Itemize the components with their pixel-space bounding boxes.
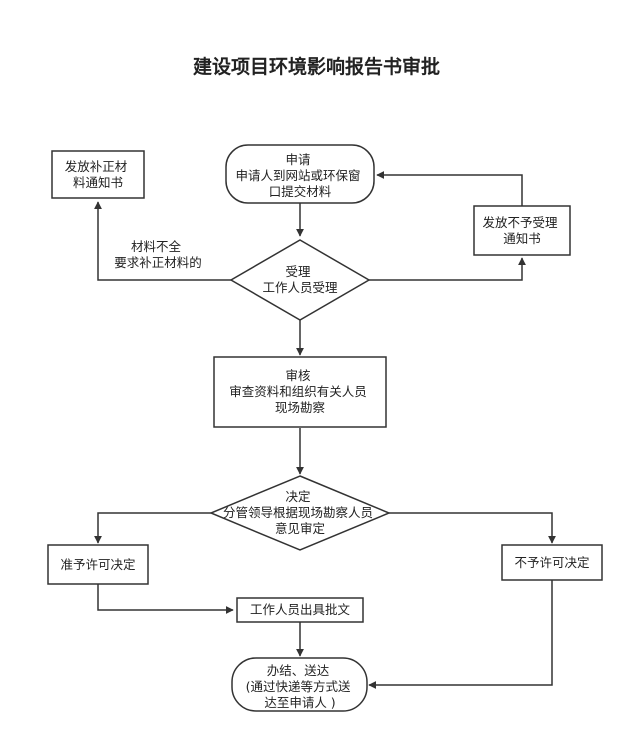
review-label: 现场勘察 — [275, 400, 326, 415]
issue-approval-node — [236, 597, 364, 623]
accept-decision-label: 工作人员受理 — [262, 280, 338, 295]
apply-node — [225, 144, 375, 204]
deliver-node — [231, 657, 368, 712]
edge-decide-to-no-permit — [389, 512, 556, 544]
no-permit-decision-label: 不予许可决定 — [514, 555, 589, 570]
apply-label: 申请 — [286, 152, 311, 167]
incomplete-materials-label: 材料不全 — [131, 239, 182, 254]
supplement-notice-node — [51, 150, 145, 199]
review-label: 审查资料和组织有关人员 — [229, 384, 367, 399]
svg-text:申请 申请人到网站或环保窗 口提交材: 申请 申请人到网站或环保窗 口提交材料 — [236, 152, 365, 199]
apply-label: 申请人到网站或环保窗 — [236, 168, 361, 183]
node-labels: 申请 申请人到网站或环保窗 口提交材料 发放补正材 料通知书 发放不予受理 通知… — [60, 152, 589, 710]
svg-text:办结、送达 (通过快递等方式送 达至: 办结、送达 (通过快递等方式送 达至申请人 ) — [246, 663, 355, 710]
edge-no-permit-to-deliver — [368, 580, 553, 689]
accept-decision-node — [229, 239, 371, 321]
edge-accept-to-reject-notice — [369, 257, 526, 281]
edges — [94, 171, 556, 689]
svg-text:发放不予受理 通知书: 发放不予受理 通知书 — [483, 215, 562, 246]
review-label: 审核 — [286, 368, 312, 383]
incomplete-materials-label: 要求补正材料的 — [114, 255, 202, 270]
deliver-label: 达至申请人 ) — [264, 695, 335, 710]
supplement-notice-label: 料通知书 — [73, 175, 123, 190]
permit-decision-label: 准予许可决定 — [60, 557, 135, 572]
edge-labels: 材料不全 要求补正材料的 — [114, 239, 202, 270]
node-shapes — [47, 144, 603, 712]
decide-decision-label: 分管领导根据现场勘察人员 — [223, 505, 373, 520]
edge-permit-to-issue — [97, 584, 234, 614]
decide-decision-label: 决定 — [286, 489, 311, 504]
edge-accept-to-supplement — [94, 201, 231, 281]
permit-decision-node — [47, 544, 149, 585]
svg-text:决定 分管领导根据现场勘察人员 意见: 决定 分管领导根据现场勘察人员 意见审定 — [223, 489, 377, 536]
no-permit-decision-node — [501, 544, 603, 581]
decide-decision-label: 意见审定 — [275, 521, 325, 536]
deliver-label: 办结、送达 — [267, 663, 330, 678]
svg-text:发放补正材 料通知书: 发放补正材 料通知书 — [65, 159, 132, 190]
reject-acceptance-notice-label: 发放不予受理 — [483, 215, 559, 230]
supplement-notice-label: 发放补正材 — [65, 159, 128, 174]
review-node — [213, 356, 387, 428]
page-title: 建设项目环境影响报告书审批 — [192, 56, 440, 78]
svg-text:受理 工作人员受理: 受理 工作人员受理 — [262, 264, 338, 295]
issue-approval-label: 工作人员出具批文 — [250, 602, 351, 617]
svg-text:材料不全 要求补正材料的: 材料不全 要求补正材料的 — [114, 239, 202, 270]
reject-acceptance-notice-label: 通知书 — [503, 231, 541, 246]
reject-acceptance-notice-node — [473, 205, 571, 256]
apply-label: 口提交材料 — [269, 184, 332, 199]
edge-reject-notice-to-apply — [376, 171, 523, 206]
edge-decide-to-permit — [94, 512, 211, 544]
decide-decision-node — [209, 475, 391, 551]
deliver-label: (通过快递等方式送 — [246, 679, 351, 694]
svg-text:审核 审查资料和组织有关人员 现场勘: 审核 审查资料和组织有关人员 现场勘察 — [229, 368, 371, 415]
accept-decision-label: 受理 — [286, 264, 312, 279]
